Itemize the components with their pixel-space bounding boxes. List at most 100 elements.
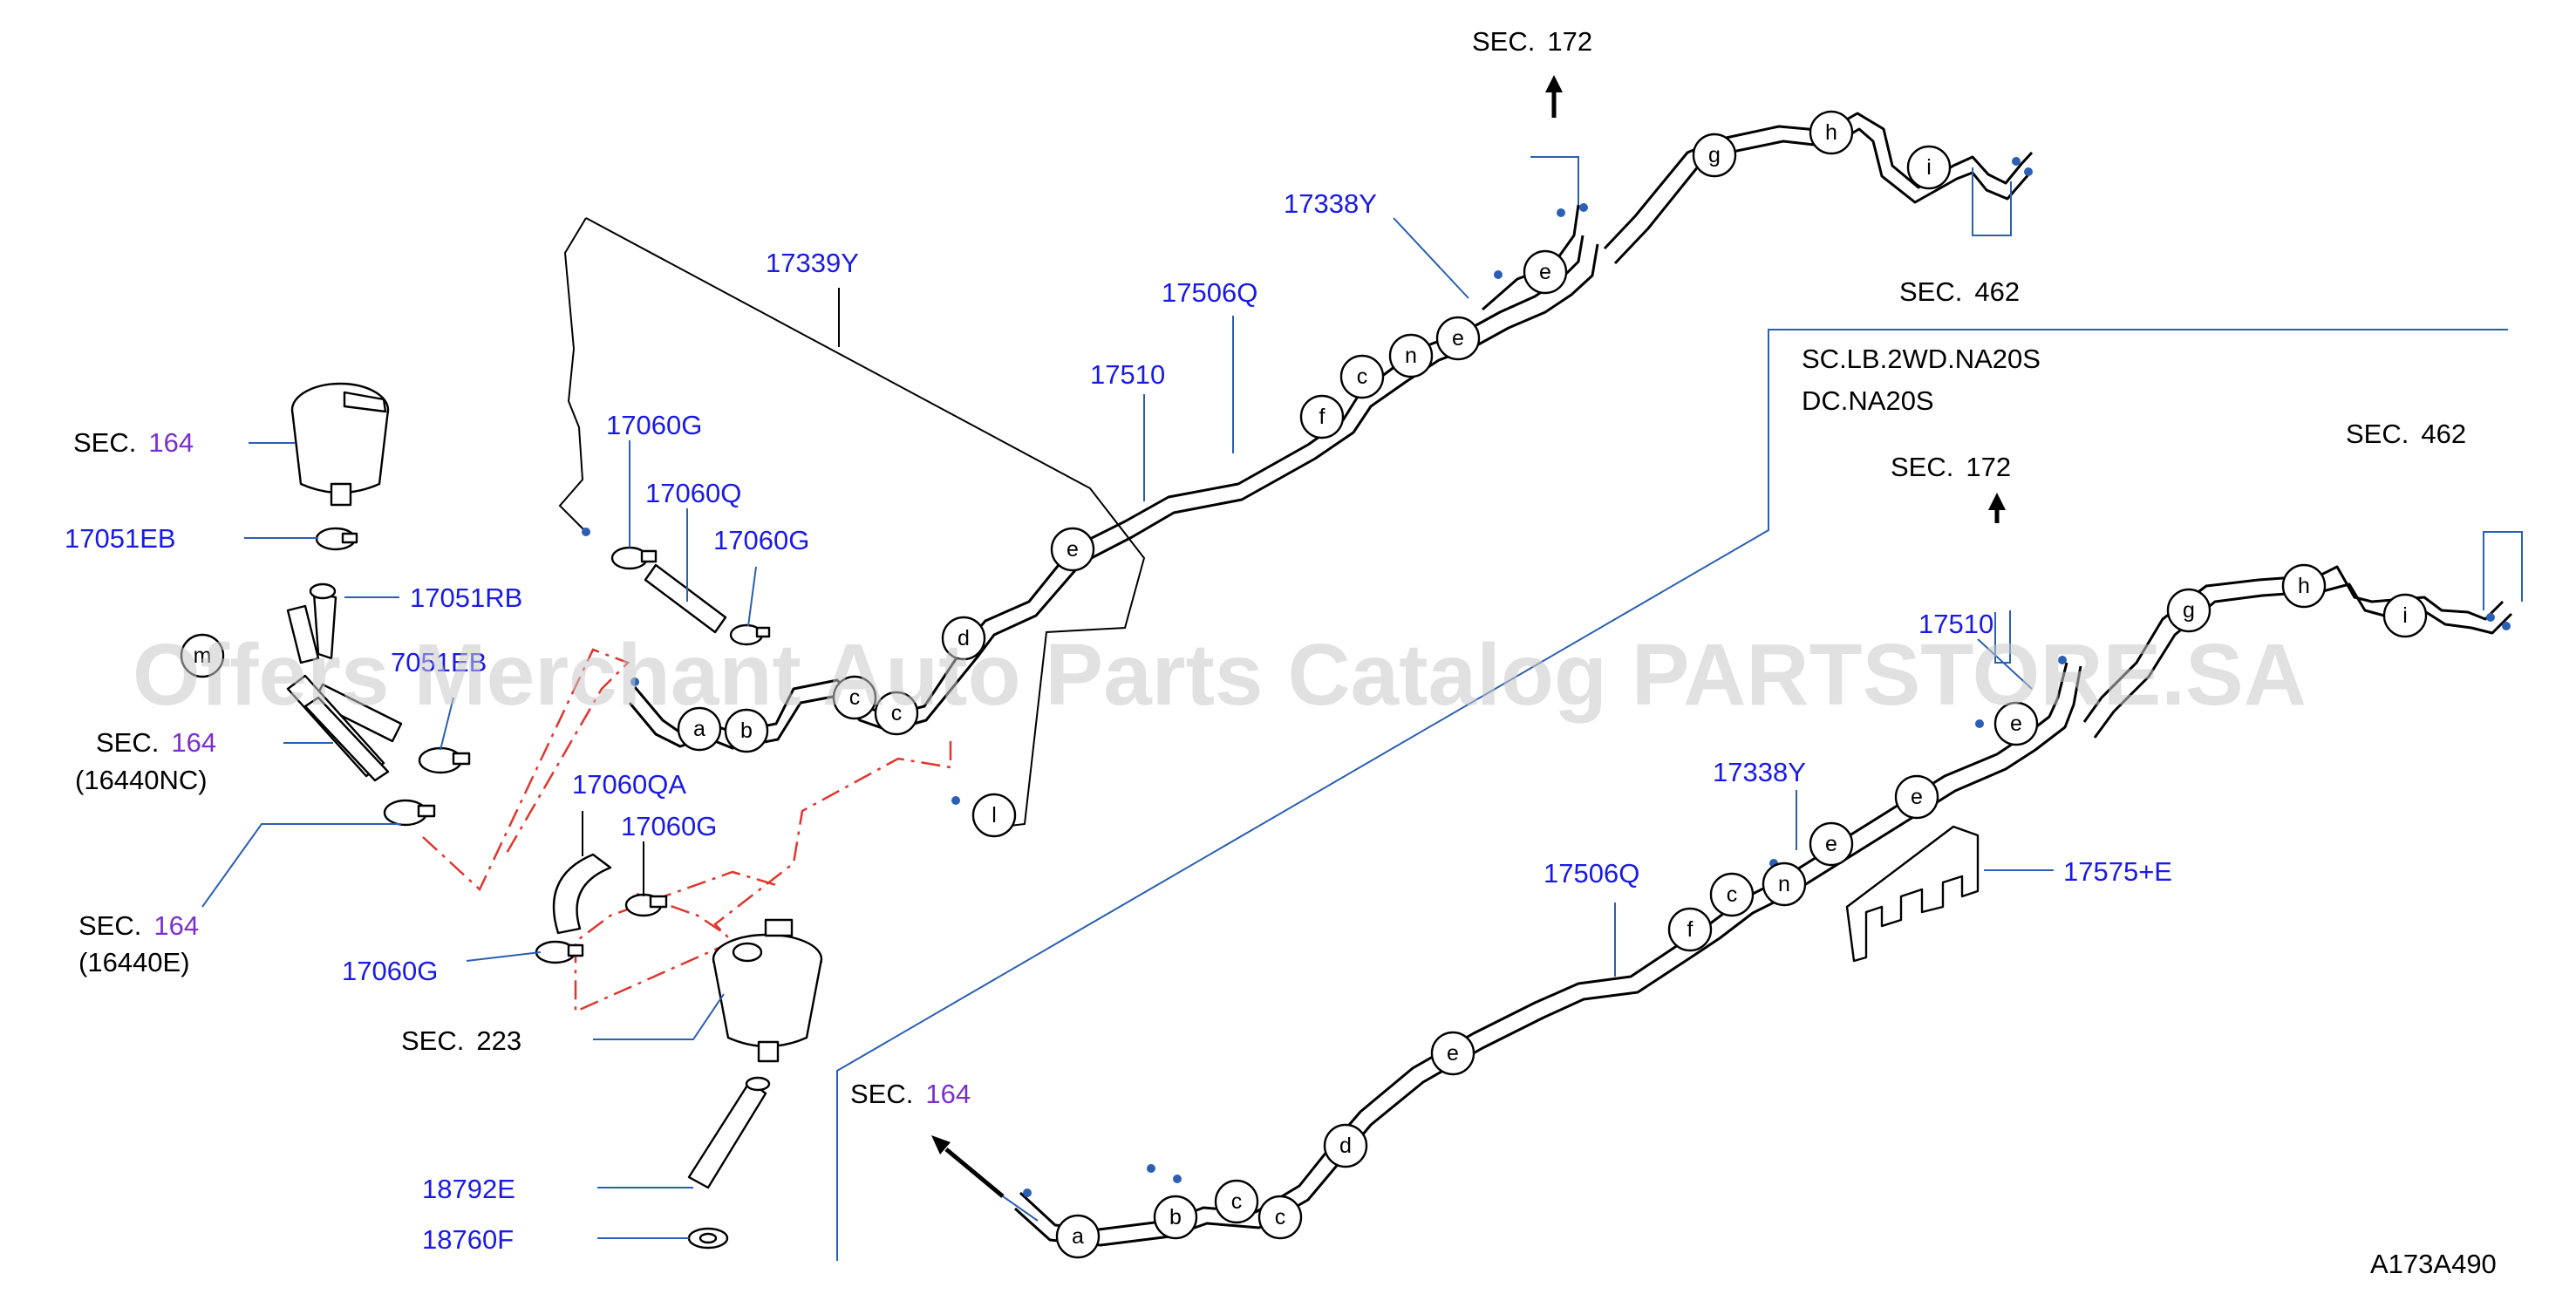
grommet-18760F-icon [687,1227,729,1250]
part-17060G-right[interactable]: 17060G [713,525,809,555]
callout-upper-h: h [1809,110,1854,155]
svg-text:i: i [1926,155,1932,180]
canister-223-icon [712,918,823,1063]
sec164-arrow-head [931,1135,951,1154]
svg-text:d: d [957,626,970,650]
part-17510-lower[interactable]: 17510 [1918,609,1993,639]
part-17339Y[interactable]: 17339Y [766,248,859,278]
svg-text:n: n [1405,344,1417,368]
svg-text:a: a [693,717,705,741]
svg-text:e: e [1539,260,1551,284]
callout-lower-e4: e [1993,701,2039,746]
leader-17510-lower [1977,638,2033,690]
svg-text:m: m [194,644,212,668]
svg-text:c: c [891,701,903,725]
part-17575E[interactable]: 17575+E [2063,856,2172,887]
callout-lower-c3: c [1709,872,1755,917]
callout-lower-c2: c [1257,1195,1303,1240]
sec172-arrow-head [1545,75,1563,92]
svg-text:e: e [1447,1041,1459,1066]
callout-lower-h: h [2281,563,2327,609]
callout-lower-f: f [1667,907,1713,952]
callout-lower-n: n [1762,862,1807,907]
callout-upper-i: i [1906,145,1952,190]
callout-upper-e2: e [1435,316,1481,361]
svg-text:b: b [740,719,753,743]
svg-text:i: i [2402,603,2408,628]
hose-17060Q-icon [644,563,727,634]
pipe-end-dots [582,157,2511,1197]
callout-upper-c2: c [874,691,919,736]
lower-main-tube [1019,662,2068,1231]
part-17510-upper[interactable]: 17510 [1090,359,1165,390]
part-17506Q-lower[interactable]: 17506Q [1544,858,1639,889]
part-17506Q-upper[interactable]: 17506Q [1162,277,1257,308]
callout-upper-e1: e [1050,527,1095,572]
svg-text:b: b [1169,1205,1182,1229]
callout-upper-b: b [724,708,769,753]
group-divider-line [836,329,2508,1261]
label-sec172-upper: SEC.172 [1472,26,1592,57]
sec462-bracket-upper [1972,167,2012,236]
label-sec172-lower: SEC.172 [1891,452,2011,482]
svg-text:g: g [2183,598,2195,623]
svg-text:f: f [1687,917,1693,942]
label-sec223: SEC.223 [401,1025,521,1056]
diagram-code: A173A490 [2370,1249,2497,1279]
variant-note-line2: DC.NA20S [1802,385,1934,416]
vapor-line-red-3 [636,892,725,935]
part-18760F[interactable]: 18760F [422,1224,514,1255]
part-17338Y-upper[interactable]: 17338Y [1284,188,1377,219]
part-17051EB-partial[interactable]: 7051EB [391,647,487,678]
callout-left-m: m [180,633,225,678]
callout-lower-c1: c [1214,1179,1259,1224]
sec172-bracket-upper [1530,156,1579,205]
callout-lower-d: d [1323,1123,1368,1168]
callout-lower-e2: e [1809,821,1854,867]
watermark-text: Offers Merchant Auto Parts Catalog PARTS… [133,626,2307,724]
svg-text:a: a [1072,1224,1084,1249]
part-17051RB[interactable]: 17051RB [410,582,522,613]
label-sec462-upper: SEC.462 [1899,276,2020,307]
callout-lower-a: a [1055,1214,1101,1259]
sec462-bracket-lower [2483,531,2523,610]
part-17338Y-lower[interactable]: 17338Y [1713,757,1806,787]
svg-text:c: c [1357,364,1368,389]
svg-text:n: n [1778,872,1790,896]
callout-upper-a: a [677,706,722,752]
clamp-17060G-lower-a-icon [624,893,668,917]
canister-164-icon [290,382,390,507]
part-17060QA[interactable]: 17060QA [572,769,686,800]
part-17060G-upper[interactable]: 17060G [606,410,702,440]
vapor-line-red-1 [422,648,630,892]
label-sec164-nc: SEC.164 [96,727,216,758]
leader-17051EB-partial [440,697,454,751]
part-17060Q[interactable]: 17060Q [645,478,741,508]
svg-text:f: f [1319,405,1325,429]
svg-text:c: c [1727,882,1738,907]
lower-right-tube-inner [2093,582,2513,739]
protector-17339Y-left-edge [558,217,587,531]
callout-lower-g: g [2166,588,2211,633]
part-18792E[interactable]: 18792E [422,1174,515,1204]
part-17060G-lower-a[interactable]: 17060G [621,811,717,841]
svg-text:l: l [992,803,997,827]
callout-lower-e1: e [1430,1031,1475,1076]
part-17060G-lower-b[interactable]: 17060G [342,956,438,986]
svg-text:e: e [1825,832,1837,856]
callout-upper-c1: c [832,675,877,720]
callout-upper-n: n [1388,333,1434,378]
callout-upper-f: f [1299,394,1345,439]
leader-sec223 [593,993,725,1040]
svg-text:h: h [1825,120,1837,145]
part-17051EB[interactable]: 17051EB [65,523,176,554]
callout-upper-l: l [971,793,1017,838]
svg-text:e: e [1911,785,1923,809]
label-sec164-e: SEC.164 [78,910,199,941]
callout-upper-e3: e [1523,249,1568,295]
label-sec164-top: SEC.164 [73,427,194,458]
label-16440E: (16440E) [78,947,190,977]
clamp-left-a-icon [418,746,471,774]
bracket-17575E-icon [1845,825,1980,963]
